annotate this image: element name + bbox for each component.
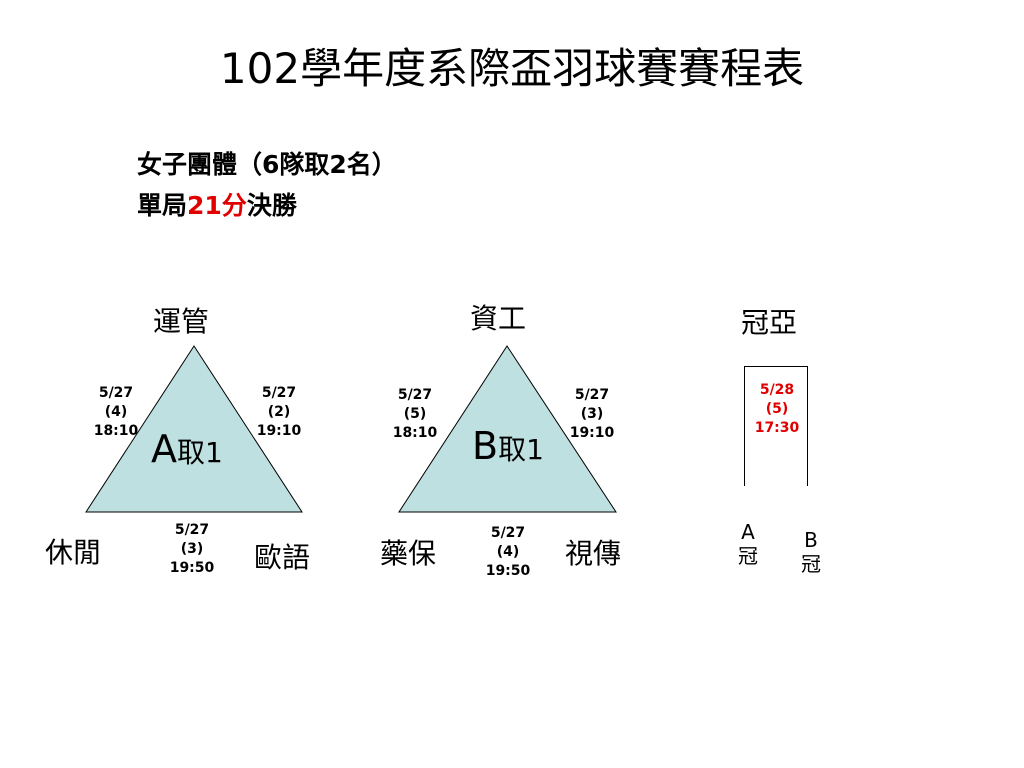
- team-bottom-right-group-a: 歐語: [254, 541, 311, 574]
- match-group-b-left: 5/27 (5) 18:10: [385, 386, 445, 443]
- match-group-b-bottom: 5/27 (4) 19:50: [478, 524, 538, 581]
- match-time: 18:10: [392, 424, 438, 441]
- match-time: 17:30: [754, 419, 800, 436]
- champion-text: 冠: [801, 552, 821, 576]
- team-bottom-left-group-b: 藥保: [380, 537, 437, 570]
- subtitle-line-2: 單局21分決勝: [137, 186, 297, 222]
- match-group-a-right: 5/27 (2) 19:10: [249, 384, 309, 441]
- match-date: 5/27: [98, 385, 134, 401]
- match-group-b-right: 5/27 (3) 19:10: [562, 386, 622, 443]
- team-top-group-b: 資工: [470, 302, 527, 335]
- match-time: 18:10: [93, 422, 139, 439]
- group-letter: B: [472, 424, 499, 468]
- match-date: 5/27: [174, 522, 210, 538]
- final-left-champion: A 冠: [733, 520, 763, 568]
- champion-letter: A: [741, 520, 755, 544]
- match-number: (2): [267, 403, 291, 420]
- subtitle-highlight: 21分: [187, 191, 247, 220]
- team-bottom-right-group-b: 視傳: [565, 537, 622, 570]
- page-title: 102學年度系際盃羽球賽賽程表: [219, 44, 805, 93]
- subtitle-prefix: 單局: [137, 191, 188, 220]
- group-letter: A: [151, 427, 177, 471]
- group-advance: 取1: [498, 433, 544, 466]
- match-number: (3): [580, 405, 604, 422]
- match-time: 19:10: [256, 422, 302, 439]
- match-date: 5/27: [490, 525, 526, 541]
- match-number: (4): [496, 543, 520, 560]
- match-group-a-bottom: 5/27 (3) 19:50: [162, 521, 222, 578]
- match-date: 5/27: [261, 385, 297, 401]
- champion-text: 冠: [738, 544, 758, 568]
- group-b-triangle: [398, 345, 617, 513]
- subtitle-line-1: 女子團體（6隊取2名）: [137, 150, 397, 179]
- match-number: (3): [180, 540, 204, 557]
- subtitle-suffix: 決勝: [246, 191, 297, 220]
- match-number: (4): [104, 403, 128, 420]
- match-time: 19:50: [169, 559, 215, 576]
- group-a-triangle: [85, 345, 303, 513]
- match-number: (5): [765, 400, 789, 417]
- final-bracket: [744, 366, 808, 486]
- group-advance: 取1: [177, 436, 223, 469]
- match-date: 5/27: [574, 387, 610, 403]
- final-label: 冠亞: [741, 306, 798, 339]
- match-group-a-left: 5/27 (4) 18:10: [86, 384, 146, 441]
- match-final: 5/28 (5) 17:30: [747, 381, 807, 438]
- match-time: 19:50: [485, 562, 531, 579]
- group-b-label: B取1: [472, 424, 544, 468]
- final-right-champion: B 冠: [796, 528, 826, 576]
- team-top-group-a: 運管: [153, 305, 210, 338]
- match-date: 5/27: [397, 387, 433, 403]
- match-number: (5): [403, 405, 427, 422]
- group-a-label: A取1: [151, 427, 223, 471]
- match-time: 19:10: [569, 424, 615, 441]
- match-date: 5/28: [759, 382, 795, 398]
- team-bottom-left-group-a: 休閒: [45, 536, 102, 569]
- champion-letter: B: [804, 528, 818, 552]
